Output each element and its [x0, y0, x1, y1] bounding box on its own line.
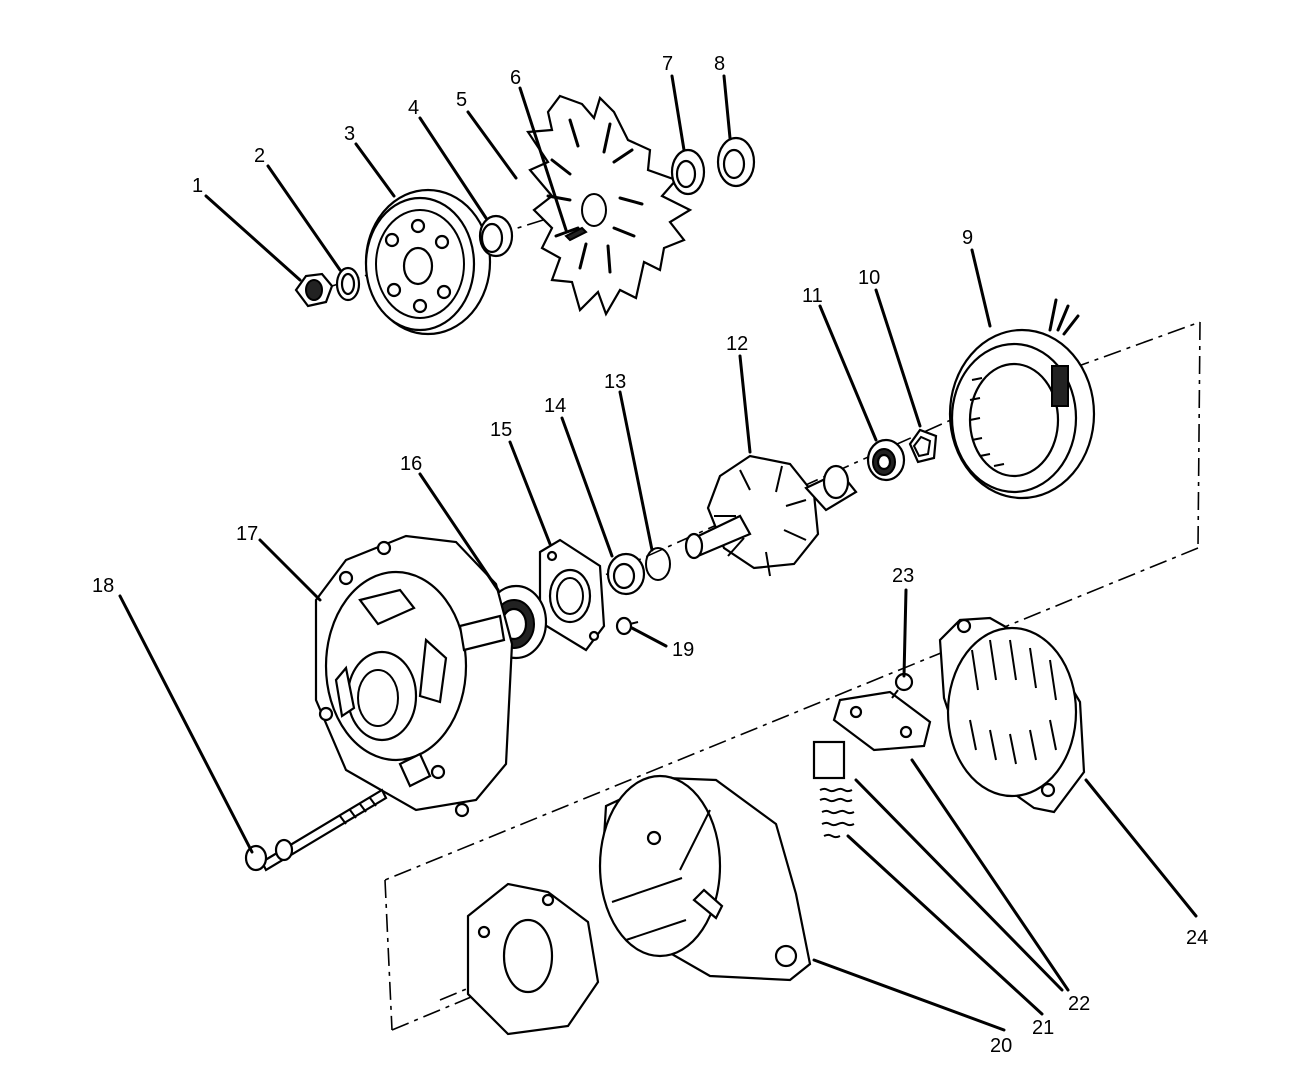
drive-end-frame-part [314, 534, 514, 818]
snap-ring-part [645, 547, 671, 581]
callout-22: 22 [1068, 993, 1090, 1015]
callout-8: 8 [714, 53, 725, 75]
stator-part [948, 298, 1096, 500]
callout-10: 10 [858, 267, 880, 289]
nut-part [294, 272, 334, 308]
retainer-part [908, 428, 938, 464]
callout-21: 21 [1032, 1017, 1054, 1039]
callout-labels: 1 2 3 4 5 6 7 8 9 10 11 12 13 14 15 16 1… [92, 53, 1208, 1057]
callout-17: 17 [236, 523, 258, 545]
callout-1: 1 [192, 175, 203, 197]
callout-12: 12 [726, 333, 748, 355]
spacer-part [478, 214, 514, 258]
callout-19: 19 [672, 639, 694, 661]
callout-9: 9 [962, 227, 973, 249]
bearing-retainer-plate-part [538, 538, 606, 652]
rotor-part [684, 454, 858, 577]
callout-15: 15 [490, 419, 512, 441]
bearing-collar-part [606, 552, 646, 596]
washer-part [716, 136, 756, 188]
callout-24: 24 [1186, 927, 1208, 949]
collar-part [670, 148, 706, 196]
lock-washer-part [335, 266, 361, 302]
callout-6: 6 [510, 67, 521, 89]
end-cover-part [938, 616, 1086, 814]
callout-14: 14 [544, 395, 566, 417]
callout-2: 2 [254, 145, 265, 167]
retainer-screw-part [615, 616, 639, 636]
slip-ring-end-frame-part [598, 774, 812, 982]
callout-16: 16 [400, 453, 422, 475]
callout-11: 11 [802, 285, 823, 307]
pulley-part [364, 188, 492, 336]
rectifier-bridge-part [466, 882, 600, 1036]
callout-20: 20 [990, 1035, 1012, 1057]
brush-holder-part [812, 690, 932, 780]
callout-23: 23 [892, 565, 914, 587]
callout-13: 13 [604, 371, 626, 393]
leader-lines [118, 74, 1198, 1032]
callout-4: 4 [408, 97, 419, 119]
through-bolt-part [244, 788, 388, 872]
brush-springs-part [819, 787, 855, 839]
brush-holder-screw-part [891, 672, 914, 699]
callout-7: 7 [662, 53, 673, 75]
slip-ring-end-bearing-part [866, 438, 906, 482]
woodruff-key-part [564, 226, 588, 242]
callout-3: 3 [344, 123, 355, 145]
callout-5: 5 [456, 89, 467, 111]
fan-part [526, 94, 693, 317]
callout-18: 18 [92, 575, 114, 597]
